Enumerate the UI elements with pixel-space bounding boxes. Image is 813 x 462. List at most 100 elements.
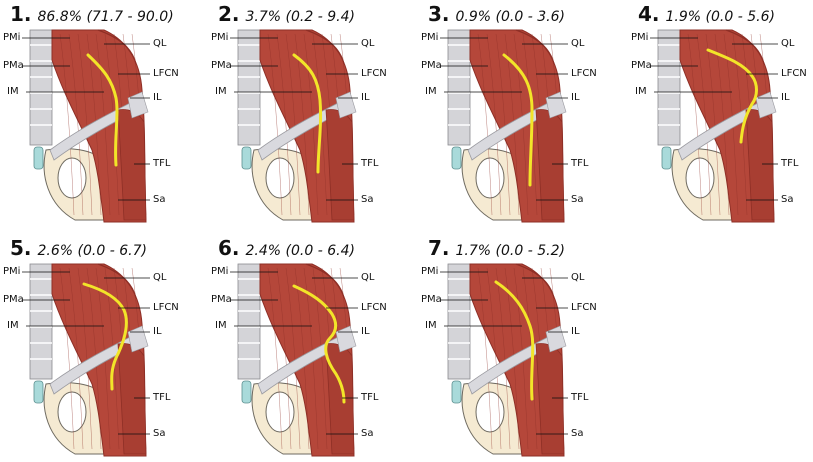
variant-percent: 0.9% (0.0 - 3.6) xyxy=(455,9,565,25)
variant-percent: 1.9% (0.0 - 5.6) xyxy=(665,9,775,25)
variant-title: 6. 2.4% (0.0 - 6.4) xyxy=(218,236,355,260)
lfcn-nerve-path xyxy=(292,53,323,174)
pma-label: PMa xyxy=(211,294,232,305)
lfcn-label: LFCN xyxy=(781,68,807,79)
hip-anatomy-illustration xyxy=(440,263,568,457)
pma-label: PMa xyxy=(631,60,652,71)
tfl-label: TFL xyxy=(781,158,799,169)
im-label: IM xyxy=(635,86,647,97)
variant-percent: 1.7% (0.0 - 5.2) xyxy=(455,243,565,259)
variant-percent: 2.4% (0.0 - 6.4) xyxy=(245,243,355,259)
pmi-label: PMi xyxy=(631,32,649,43)
ql-label: QL xyxy=(571,38,585,49)
tfl-label: TFL xyxy=(571,392,589,403)
il-label: IL xyxy=(361,326,370,337)
ql-label: QL xyxy=(153,38,167,49)
leader-lines xyxy=(440,271,568,435)
im-label: IM xyxy=(7,320,19,331)
ql-label: QL xyxy=(361,272,375,283)
ql-label: QL xyxy=(571,272,585,283)
sa-label: Sa xyxy=(153,428,166,439)
pma-label: PMa xyxy=(211,60,232,71)
im-label: IM xyxy=(215,320,227,331)
pma-label: PMa xyxy=(421,60,442,71)
hip-anatomy-illustration xyxy=(22,29,150,223)
pma-label: PMa xyxy=(3,60,24,71)
il-label: IL xyxy=(571,326,580,337)
variant-title: 2. 3.7% (0.2 - 9.4) xyxy=(218,2,355,26)
tfl-label: TFL xyxy=(361,158,379,169)
pmi-label: PMi xyxy=(421,32,439,43)
pmi-label: PMi xyxy=(211,266,229,277)
tfl-label: TFL xyxy=(153,392,171,403)
il-label: IL xyxy=(781,92,790,103)
variant-number: 4. xyxy=(638,2,660,26)
variant-number: 2. xyxy=(218,2,240,26)
leader-lines xyxy=(440,37,568,201)
variant-percent: 3.7% (0.2 - 9.4) xyxy=(245,9,355,25)
lfcn-nerve-path xyxy=(706,48,758,144)
lfcn-label: LFCN xyxy=(361,68,387,79)
leader-lines xyxy=(230,271,358,435)
hip-anatomy-illustration xyxy=(230,263,358,457)
tfl-label: TFL xyxy=(361,392,379,403)
variant-number: 3. xyxy=(428,2,450,26)
hip-anatomy-illustration xyxy=(22,263,150,457)
variant-number: 5. xyxy=(10,236,32,260)
ql-label: QL xyxy=(153,272,167,283)
sa-label: Sa xyxy=(361,428,374,439)
variant-title: 3. 0.9% (0.0 - 3.6) xyxy=(428,2,565,26)
pmi-label: PMi xyxy=(421,266,439,277)
pmi-label: PMi xyxy=(3,266,21,277)
variant-number: 1. xyxy=(10,2,32,26)
lfcn-label: LFCN xyxy=(153,302,179,313)
il-label: IL xyxy=(361,92,370,103)
lfcn-nerve-path xyxy=(494,280,535,401)
leader-lines xyxy=(22,271,150,435)
hip-anatomy-illustration xyxy=(230,29,358,223)
variant-title: 1. 86.8% (71.7 - 90.0) xyxy=(10,2,174,26)
im-label: IM xyxy=(425,320,437,331)
variant-percent: 2.6% (0.0 - 6.7) xyxy=(37,243,147,259)
sa-label: Sa xyxy=(361,194,374,205)
lfcn-label: LFCN xyxy=(571,302,597,313)
lfcn-nerve-path xyxy=(292,284,346,404)
lfcn-nerve-path xyxy=(86,53,119,167)
leader-lines xyxy=(22,37,150,201)
variant-title: 4. 1.9% (0.0 - 5.6) xyxy=(638,2,775,26)
il-label: IL xyxy=(571,92,580,103)
sa-label: Sa xyxy=(153,194,166,205)
pmi-label: PMi xyxy=(3,32,21,43)
lfcn-nerve-path xyxy=(502,53,534,187)
il-label: IL xyxy=(153,326,162,337)
tfl-label: TFL xyxy=(153,158,171,169)
im-label: IM xyxy=(7,86,19,97)
ql-label: QL xyxy=(781,38,795,49)
variant-title: 5. 2.6% (0.0 - 6.7) xyxy=(10,236,147,260)
sa-label: Sa xyxy=(781,194,794,205)
variant-percent: 86.8% (71.7 - 90.0) xyxy=(37,9,174,25)
pma-label: PMa xyxy=(3,294,24,305)
lfcn-label: LFCN xyxy=(153,68,179,79)
leader-lines xyxy=(230,37,358,201)
variant-number: 6. xyxy=(218,236,240,260)
lfcn-nerve-path xyxy=(82,282,128,391)
tfl-label: TFL xyxy=(571,158,589,169)
lfcn-label: LFCN xyxy=(361,302,387,313)
im-label: IM xyxy=(215,86,227,97)
leader-lines xyxy=(650,37,778,201)
pma-label: PMa xyxy=(421,294,442,305)
pmi-label: PMi xyxy=(211,32,229,43)
lfcn-label: LFCN xyxy=(571,68,597,79)
il-label: IL xyxy=(153,92,162,103)
hip-anatomy-illustration xyxy=(440,29,568,223)
variant-title: 7.1.7% (0.0 - 5.2) xyxy=(428,236,565,260)
